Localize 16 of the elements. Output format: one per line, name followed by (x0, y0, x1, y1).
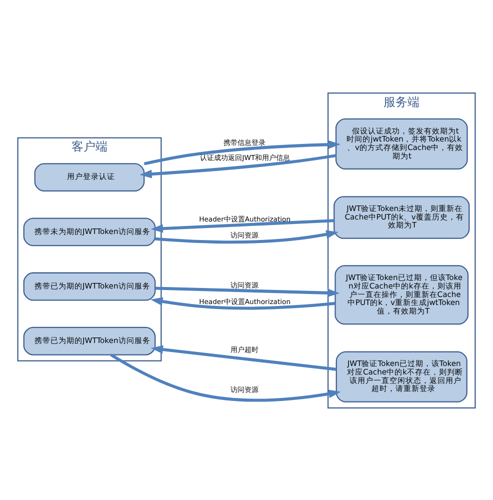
arrow (144, 140, 340, 165)
node-box: 携带未为期的JWTToken访问服务 (23, 217, 156, 246)
node-box: JWT验证Token已过期，该Token对应Cache中的k不存在，则判断该用户一直空闲状态，返回用户超时，请重新登录 (336, 350, 468, 402)
arrow (150, 218, 334, 232)
node-box: 用户登录认证 (34, 162, 145, 192)
node-box: 携带已为期的JWTToken访问服务 (23, 326, 156, 355)
node-box: 携带已为期的JWTToken访问服务 (23, 272, 156, 300)
node-box: JWT验证Token已过期，但该Token对应Cache中的k存在，则该用户一直在操作，则重新在Cache中PUT的k，v重新生成jwtToken值，有效期为T (334, 264, 469, 324)
arrow (140, 154, 336, 178)
arrow (155, 230, 338, 244)
node-box: JWT验证Token未过期，则重新在Cache中PUT的k、v覆盖历史，有效期为T (334, 196, 470, 238)
arrow (155, 286, 340, 297)
node-box: 假设认证成功，签发有效期为t时间的jwtToken，并将Token以k、v的方式存储到Cache中，有效期为t (335, 118, 468, 170)
arrow (150, 344, 337, 370)
arrow (150, 296, 336, 310)
arrow (110, 353, 341, 402)
